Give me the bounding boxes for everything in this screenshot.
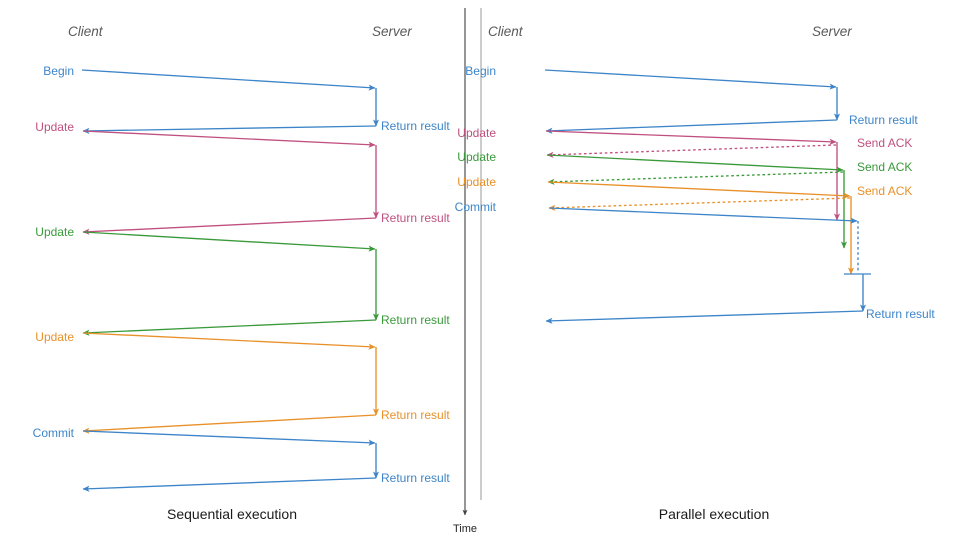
flow-sequential-commit-return bbox=[82, 477, 377, 492]
flow-parallel-update2-request bbox=[546, 154, 844, 173]
flow-parallel-update1-ack bbox=[546, 144, 837, 158]
flow-sequential-update2-request bbox=[82, 231, 376, 252]
client-message-label-sequential-2: Update bbox=[35, 225, 74, 239]
flow-sequential-begin-return bbox=[82, 125, 377, 134]
lane-header-parallel-server: Server bbox=[812, 24, 852, 39]
server-message-label-parallel-2: Send ACK bbox=[857, 160, 912, 174]
client-message-label-sequential-3: Update bbox=[35, 330, 74, 344]
lane-header-sequential-server: Server bbox=[372, 24, 412, 39]
flow-sequential-update3-request bbox=[82, 332, 376, 350]
flow-parallel-commit-return bbox=[545, 310, 864, 324]
flow-parallel-begin-request bbox=[544, 69, 837, 90]
server-message-label-parallel-0: Return result bbox=[849, 113, 918, 127]
panel-caption-parallel: Parallel execution bbox=[659, 506, 770, 522]
client-message-label-parallel-2: Update bbox=[457, 150, 496, 164]
server-message-label-sequential-1: Return result bbox=[381, 211, 450, 225]
server-message-label-parallel-3: Send ACK bbox=[857, 184, 912, 198]
flow-parallel-commit-request bbox=[548, 207, 858, 224]
server-message-label-parallel-1: Send ACK bbox=[857, 136, 912, 150]
flow-sequential-update3-return bbox=[82, 414, 377, 434]
flow-sequential-update1-request bbox=[82, 130, 376, 148]
flow-parallel-update1-request bbox=[545, 130, 837, 145]
flow-parallel-begin-return bbox=[545, 119, 838, 134]
server-message-label-sequential-4: Return result bbox=[381, 471, 450, 485]
client-message-label-sequential-1: Update bbox=[35, 120, 74, 134]
client-message-label-parallel-3: Update bbox=[457, 175, 496, 189]
client-message-label-parallel-0: Begin bbox=[465, 64, 496, 78]
lane-header-parallel-client: Client bbox=[488, 24, 524, 39]
client-message-label-parallel-1: Update bbox=[457, 126, 496, 140]
server-message-label-parallel-4: Return result bbox=[866, 307, 935, 321]
flow-parallel-update3-ack bbox=[548, 197, 851, 211]
flow-parallel-update3-request bbox=[547, 181, 851, 199]
flow-parallel-update2-ack bbox=[547, 171, 844, 185]
time-axis-label: Time bbox=[453, 523, 477, 535]
server-message-label-sequential-2: Return result bbox=[381, 313, 450, 327]
client-message-label-sequential-4: Commit bbox=[33, 426, 75, 440]
server-message-label-sequential-0: Return result bbox=[381, 119, 450, 133]
lane-header-sequential-client: Client bbox=[68, 24, 104, 39]
flow-sequential-update1-return bbox=[82, 217, 377, 235]
panel-caption-sequential: Sequential execution bbox=[167, 506, 297, 522]
client-message-label-parallel-4: Commit bbox=[455, 200, 497, 214]
server-message-label-sequential-3: Return result bbox=[381, 408, 450, 422]
flow-sequential-commit-request bbox=[82, 430, 376, 446]
flow-sequential-update2-return bbox=[82, 319, 377, 336]
flow-sequential-begin-request bbox=[81, 69, 376, 91]
client-message-label-sequential-0: Begin bbox=[43, 64, 74, 78]
message-flow-group bbox=[81, 69, 871, 492]
